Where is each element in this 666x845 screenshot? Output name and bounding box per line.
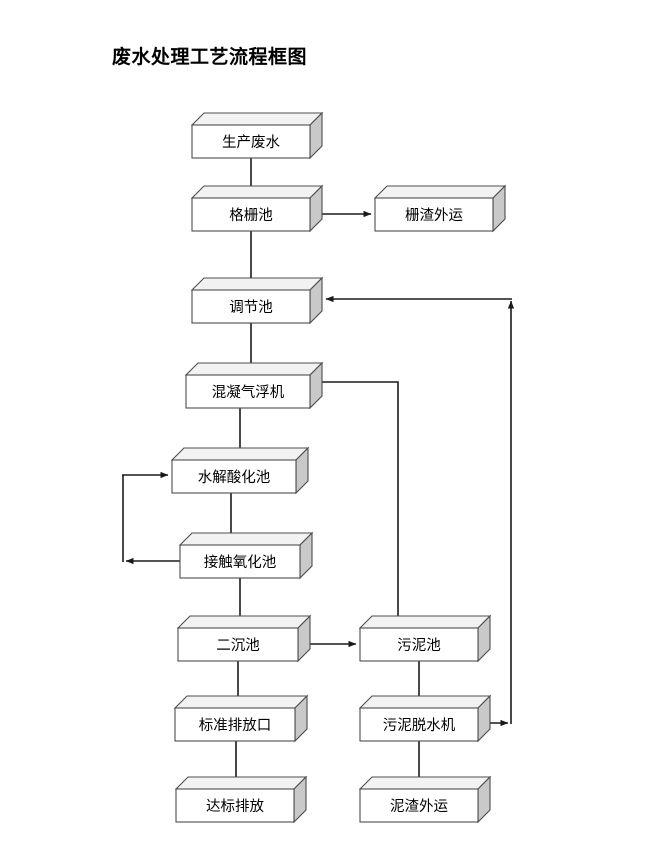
- node-top-face: [176, 615, 312, 629]
- node-front-face: [185, 374, 311, 409]
- node-front-face: [175, 788, 295, 823]
- node-label: 混凝气浮机: [212, 384, 285, 401]
- node-equalization-tank[interactable]: 调节池: [190, 276, 324, 325]
- node-label: 格栅池: [229, 207, 273, 224]
- node-top-face: [373, 185, 507, 199]
- node-contact-oxidation-tank[interactable]: 接触氧化池: [178, 531, 314, 580]
- node-compliant-discharge[interactable]: 达标排放: [174, 775, 308, 824]
- node-front-face: [191, 289, 311, 324]
- node-top-face: [178, 532, 314, 546]
- node-label: 污泥脱水机: [383, 717, 456, 734]
- node-front-face: [174, 707, 296, 742]
- node-coagulation-daf[interactable]: 混凝气浮机: [184, 361, 324, 410]
- node-grit-chamber[interactable]: 格栅池: [190, 184, 324, 233]
- node-top-face: [170, 447, 310, 461]
- node-front-face: [359, 788, 479, 823]
- node-top-face: [173, 695, 309, 709]
- node-label: 标准排放口: [199, 717, 272, 734]
- node-top-face: [174, 776, 308, 790]
- node-top-face: [190, 277, 324, 291]
- node-top-face: [184, 362, 324, 376]
- edge-daf-to-sludge-tank: [322, 381, 402, 625]
- node-front-face: [171, 459, 297, 494]
- node-standard-outfall[interactable]: 标准排放口: [173, 694, 309, 743]
- node-label: 生产废水: [222, 134, 280, 151]
- node-hydrolysis-acidification-tank[interactable]: 水解酸化池: [170, 446, 310, 495]
- node-label: 达标排放: [206, 798, 264, 815]
- node-label: 二沉池: [216, 637, 260, 654]
- node-top-face: [358, 615, 492, 629]
- page-title: 废水处理工艺流程框图: [112, 46, 308, 68]
- node-front-face: [374, 197, 494, 232]
- node-sludge-dewatering-machine[interactable]: 污泥脱水机: [358, 694, 492, 743]
- node-sludge-tank[interactable]: 污泥池: [358, 614, 492, 663]
- node-label: 接触氧化池: [204, 554, 277, 571]
- node-label: 栅渣外运: [405, 207, 463, 224]
- node-front-face: [359, 627, 479, 662]
- node-label: 泥渣外运: [390, 798, 448, 815]
- node-front-face: [179, 544, 301, 579]
- node-top-face: [358, 776, 492, 790]
- node-secondary-clarifier[interactable]: 二沉池: [176, 614, 312, 663]
- node-label: 水解酸化池: [198, 469, 271, 486]
- node-label: 调节池: [229, 299, 273, 316]
- node-label: 污泥池: [397, 637, 441, 654]
- node-front-face: [177, 627, 299, 662]
- node-front-face: [191, 124, 311, 159]
- node-top-face: [190, 112, 324, 126]
- node-screenings-removal[interactable]: 栅渣外运: [373, 184, 507, 233]
- node-front-face: [191, 197, 311, 232]
- node-front-face: [359, 707, 479, 742]
- node-top-face: [358, 695, 492, 709]
- node-raw-wastewater[interactable]: 生产废水: [190, 111, 324, 160]
- node-top-face: [190, 185, 324, 199]
- node-sludge-residue-haulage[interactable]: 泥渣外运: [358, 775, 492, 824]
